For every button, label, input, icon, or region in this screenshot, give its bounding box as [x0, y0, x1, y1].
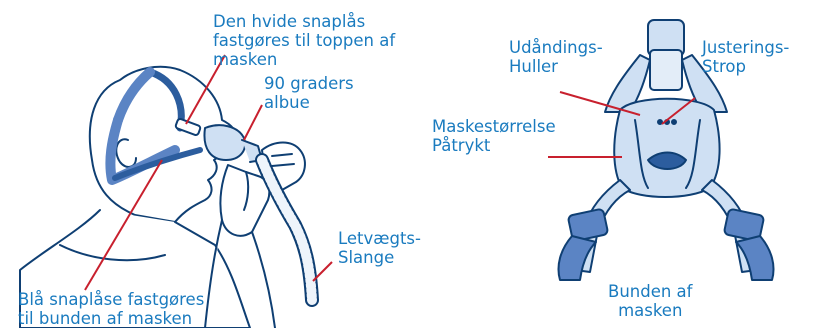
label-elbow: 90 graders albue [264, 74, 354, 112]
label-bottom-snap: Blå snaplåse fastgøres til bunden af mas… [18, 290, 204, 328]
label-adjust-strap: Justerings- Strop [702, 38, 789, 76]
leader-elbow [244, 105, 262, 140]
label-mask-bottom: Bunden af masken [608, 282, 692, 320]
label-exhaust: Udåndings- Huller [509, 38, 603, 76]
label-tube: Letvægts- Slange [338, 229, 421, 267]
label-top-snap: Den hvide snaplås fastgøres til toppen a… [213, 12, 395, 69]
label-size-print: Maskestørrelse Påtrykt [432, 117, 556, 155]
